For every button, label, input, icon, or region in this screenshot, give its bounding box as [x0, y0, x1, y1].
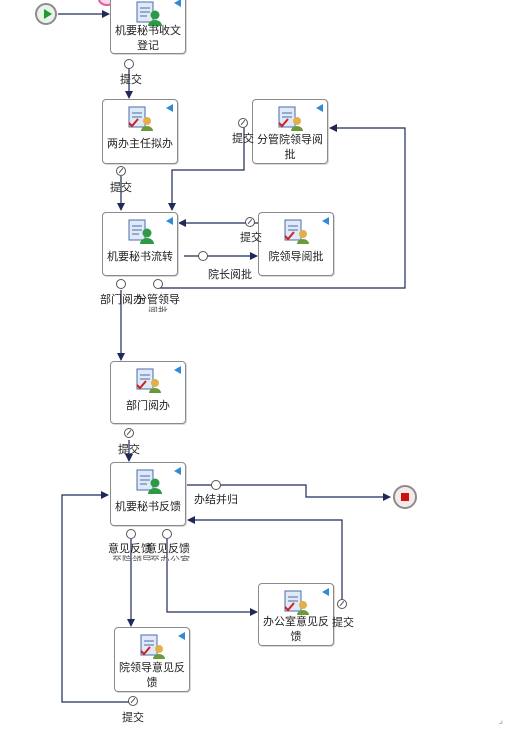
document-check-user-icon	[128, 106, 153, 131]
node-label: 机要秘书流转	[107, 250, 173, 263]
port-slash[interactable]	[337, 599, 347, 609]
flag-icon	[174, 467, 181, 475]
flag-icon	[166, 104, 173, 112]
edge-label: 提交	[118, 443, 140, 456]
flag-icon	[174, 366, 181, 374]
edge-label-cut: 至院领导	[112, 555, 152, 561]
document-user-icon	[136, 1, 162, 26]
edge-office-to-feedback	[187, 516, 343, 600]
port-slash[interactable]	[124, 428, 134, 438]
edge-leader-opinion-to-feedback	[61, 491, 133, 703]
edge-label: 提交	[240, 231, 262, 244]
node-secretary-register[interactable]: 机要秘书收文登记	[110, 0, 186, 54]
node-leader-review[interactable]: 分管院领导阅批	[252, 99, 328, 164]
port-slash[interactable]	[245, 217, 255, 227]
port-slash[interactable]	[238, 118, 248, 128]
node-label: 分管院领导阅批	[257, 133, 323, 161]
port-circle[interactable]	[198, 251, 208, 261]
document-check-user-icon	[284, 590, 309, 615]
edge-label: 提交	[122, 711, 144, 724]
resize-grip-icon[interactable]: ⌟	[498, 716, 503, 726]
port-circle[interactable]	[162, 529, 172, 539]
edge-leader-review-to-transfer	[168, 128, 245, 211]
flag-icon	[322, 217, 329, 225]
flag-icon	[316, 104, 323, 112]
start-event-icon[interactable]	[35, 3, 57, 25]
port-circle[interactable]	[116, 279, 126, 289]
flag-icon	[166, 217, 173, 225]
edge-label: 部门阅办	[100, 293, 144, 306]
node-secretary-feedback[interactable]: 机要秘书反馈	[110, 462, 186, 526]
node-label: 两办主任拟办	[107, 137, 173, 150]
edge-feedback-to-office	[166, 539, 258, 616]
node-label: 机要秘书收文登记	[115, 24, 181, 52]
port-circle[interactable]	[211, 480, 221, 490]
port-circle[interactable]	[126, 529, 136, 539]
edge-label: 办结并归	[194, 493, 238, 506]
edge-feedback-to-end	[185, 484, 391, 501]
edge-label-cut: 阅批	[148, 306, 168, 312]
document-check-user-icon	[140, 634, 165, 659]
flag-icon	[174, 0, 181, 7]
edge-label: 院长阅批	[208, 268, 252, 281]
node-dept-review[interactable]: 部门阅办	[110, 361, 186, 424]
edge-transfer-to-leader	[158, 124, 406, 289]
node-label: 机要秘书反馈	[115, 500, 181, 513]
document-check-user-icon	[136, 368, 161, 393]
edge-label: 提交	[120, 73, 142, 86]
edge-label: 提交	[332, 616, 354, 629]
end-event-icon[interactable]	[393, 485, 417, 509]
node-label: 办公室意见反馈	[263, 615, 329, 643]
node-label: 部门阅办	[126, 399, 170, 412]
edge-label: 分管领导	[136, 293, 180, 306]
flag-icon	[178, 632, 185, 640]
port-slash[interactable]	[128, 696, 138, 706]
edge-label: 意见反馈	[108, 542, 152, 555]
document-check-user-icon	[284, 219, 309, 244]
document-user-icon	[136, 469, 162, 494]
document-user-icon	[128, 219, 154, 244]
edge-label: 提交	[232, 132, 254, 145]
edge-label: 意见反馈	[146, 542, 190, 555]
node-label: 院领导阅批	[268, 250, 324, 263]
node-office-opinion[interactable]: 办公室意见反馈	[258, 583, 334, 646]
node-secretary-transfer[interactable]: 机要秘书流转	[102, 212, 178, 276]
port-circle[interactable]	[124, 59, 134, 69]
document-check-user-icon	[278, 106, 303, 131]
port-circle[interactable]	[153, 279, 163, 289]
node-leader-opinion[interactable]: 院领导意见反馈	[114, 627, 190, 692]
node-office-director[interactable]: 两办主任拟办	[102, 99, 178, 164]
node-president-review[interactable]: 院领导阅批	[258, 212, 334, 276]
node-label: 院领导意见反馈	[119, 661, 185, 689]
port-slash[interactable]	[116, 166, 126, 176]
edge-label: 提交	[110, 181, 132, 194]
flag-icon	[322, 588, 329, 596]
edge-label-cut: 至办公室	[150, 555, 190, 561]
